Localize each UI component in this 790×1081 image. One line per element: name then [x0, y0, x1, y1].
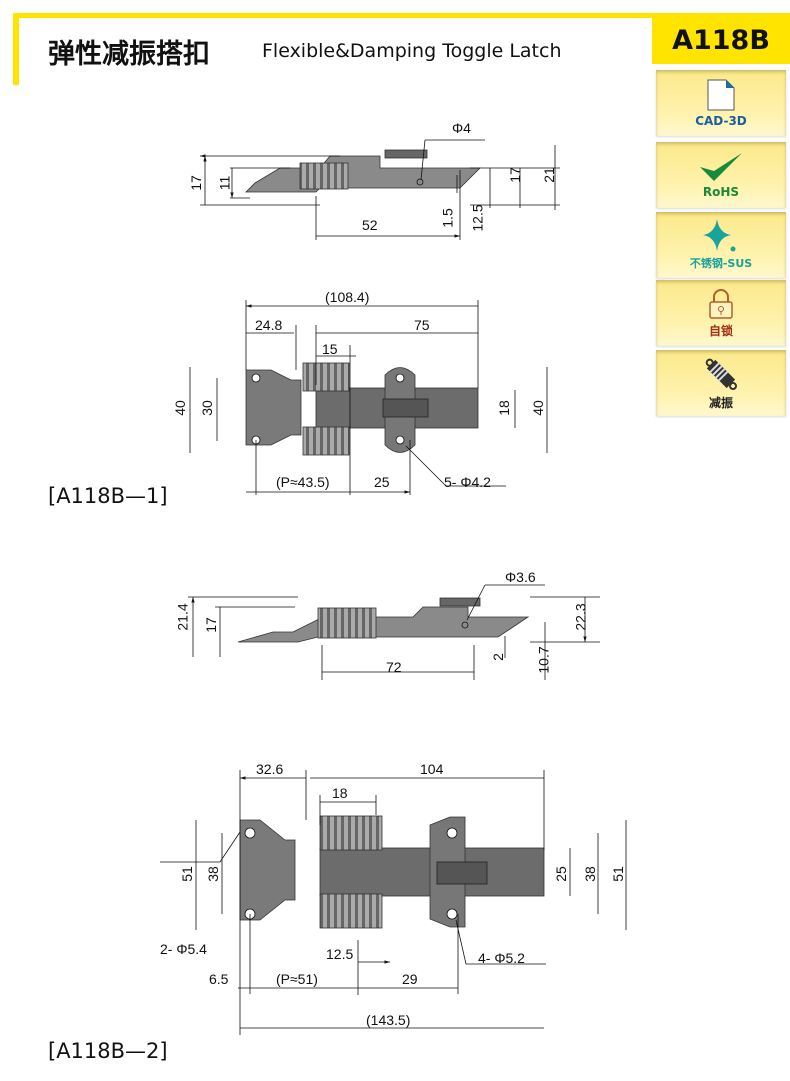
dim-height: 25: [552, 866, 569, 882]
dim-height: 40: [529, 400, 546, 416]
dim-height: 17: [187, 175, 204, 191]
dim-width: 12.5: [326, 946, 354, 962]
checkmark-icon: [700, 153, 742, 181]
dim-pitch: (P≈51): [276, 971, 318, 987]
dim-height: 18: [495, 400, 512, 416]
header-accent-bar-left: [13, 13, 19, 85]
dim-width: 24.8: [255, 317, 283, 333]
dim-hole: Φ3.6: [505, 569, 536, 585]
dim-hole: Φ4: [452, 120, 471, 136]
dim-width: 25: [374, 474, 390, 490]
dim-holes: 5- Φ4.2: [444, 474, 491, 490]
top-view-1: [189, 300, 548, 495]
dim-length: 52: [362, 217, 378, 233]
dim-holes: 4- Φ5.2: [478, 950, 525, 966]
badge-label: CAD-3D: [695, 114, 747, 128]
dim-height: 51: [178, 866, 195, 882]
dim-height: 30: [198, 400, 215, 416]
badge-rohs[interactable]: RoHS: [656, 142, 786, 208]
dim-height: 21.4: [174, 603, 191, 631]
header-accent-bar: [13, 13, 790, 18]
dim-height: 40: [171, 400, 188, 416]
badge-label: 自锁: [708, 323, 733, 338]
dim-width: 32.6: [256, 761, 284, 777]
dim-width: 6.5: [209, 971, 229, 987]
badge-self-lock[interactable]: 自锁: [656, 280, 786, 346]
model-code: A118B: [652, 16, 790, 64]
badge-stainless[interactable]: 不锈钢-SUS: [656, 212, 786, 278]
dim-height: 22.3: [572, 603, 589, 631]
dim-height: 21: [540, 167, 557, 183]
dim-pitch: (P≈43.5): [276, 474, 330, 490]
dim-height: 51: [609, 866, 626, 882]
dim-height: 11: [216, 175, 233, 191]
badge-label: 不锈钢-SUS: [689, 257, 753, 270]
title-chinese: 弹性减振搭扣: [48, 39, 210, 70]
dim-height: 38: [581, 866, 598, 882]
dim-overall: (108.4): [325, 289, 370, 305]
badge-label: 减振: [708, 395, 733, 410]
sparkle-icon: [703, 219, 736, 252]
dim-offset: 1.5: [439, 208, 456, 228]
dim-width: 104: [420, 761, 444, 777]
dim-offset: 2: [489, 653, 506, 661]
dim-height: 38: [204, 866, 221, 882]
dim-height: 17: [506, 167, 523, 183]
dim-width: 75: [414, 317, 430, 333]
shock-absorber-icon: [705, 358, 738, 390]
padlock-icon: [709, 288, 733, 319]
title-english: Flexible&Damping Toggle Latch: [262, 40, 562, 62]
top-view-2: [160, 770, 627, 1035]
document-icon: [707, 79, 735, 111]
side-view-2: [188, 584, 600, 680]
badge-label: RoHS: [702, 185, 740, 199]
dim-width: 29: [402, 971, 418, 987]
dim-width: 18: [332, 785, 348, 801]
dim-height: 17: [202, 617, 219, 633]
dim-offset: 10.7: [535, 646, 552, 674]
dim-holes: 2- Φ5.4: [160, 941, 207, 957]
badge-damping[interactable]: 减振: [656, 350, 786, 416]
dim-length: 72: [386, 659, 402, 675]
dim-offset: 12.5: [469, 204, 486, 232]
dim-width: 15: [322, 341, 338, 357]
dim-overall: (143.5): [366, 1012, 411, 1028]
variant-label: [A118B—1]: [48, 484, 168, 508]
badge-cad-3d[interactable]: CAD-3D: [656, 70, 786, 136]
variant-label: [A118B—2]: [48, 1039, 168, 1063]
side-view-1: [200, 139, 560, 240]
